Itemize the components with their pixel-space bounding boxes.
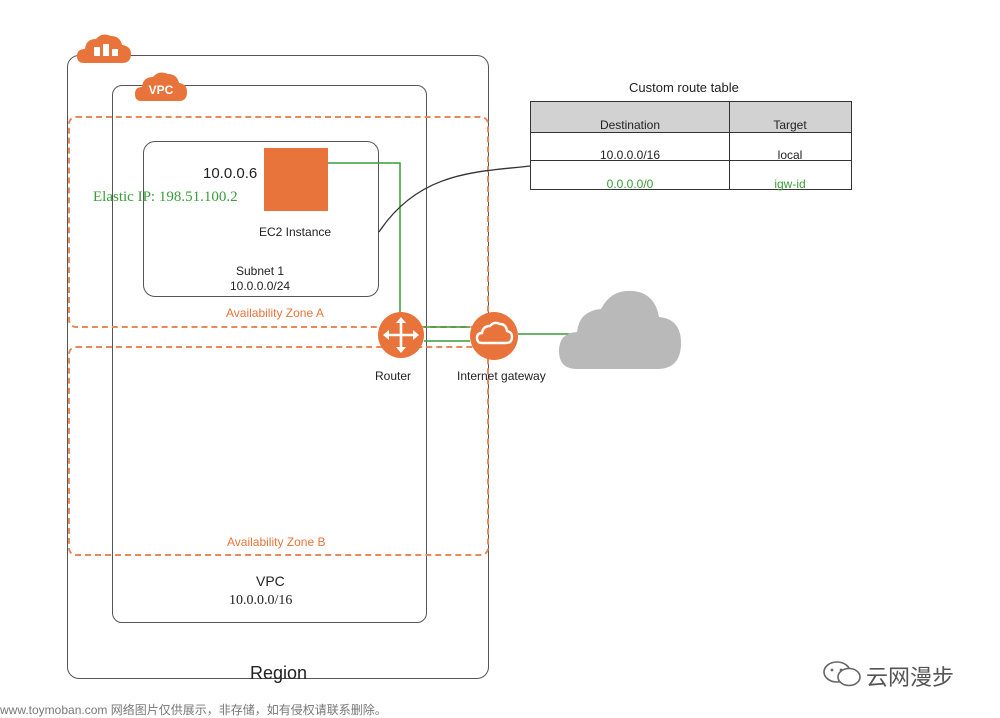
instance-private-ip: 10.0.0.6 xyxy=(203,165,258,182)
internet-gateway-label: Internet gateway xyxy=(457,369,546,383)
route-table-row2-target: igw-id xyxy=(774,177,806,191)
vpc-name: VPC xyxy=(256,573,285,589)
instance-to-router-line xyxy=(328,162,401,318)
route-table-row2-destination: 0.0.0.0/0 xyxy=(606,177,654,191)
route-table-column-divider xyxy=(729,102,730,189)
internet-gateway-icon xyxy=(469,311,519,366)
router-icon xyxy=(377,311,425,364)
route-table-row1-destination: 10.0.0.0/16 xyxy=(599,148,661,162)
watermark-brand: 云网漫步 xyxy=(866,665,955,690)
route-table-row1-target: local xyxy=(777,148,803,162)
route-table-title: Custom route table xyxy=(629,80,739,95)
router-label: Router xyxy=(375,369,412,383)
route-table-row-divider xyxy=(531,160,851,161)
watermark-footer: www.toymoban.com 网络图片仅供展示，非存储，如有侵权请联系删除。 xyxy=(0,703,387,717)
elastic-ip-label: Elastic IP: 198.51.100.2 xyxy=(93,189,238,205)
ec2-instance-icon xyxy=(264,148,328,211)
region-label: Region xyxy=(250,663,308,683)
availability-zone-a-box xyxy=(68,116,489,328)
route-table-header-target: Target xyxy=(773,118,807,132)
internet-cloud-icon xyxy=(557,287,683,376)
route-table-header-destination: Destination xyxy=(599,118,661,132)
ec2-instance-label: EC2 Instance xyxy=(259,225,332,239)
subnet-name: Subnet 1 xyxy=(236,264,285,278)
vpc-cidr: 10.0.0.0/16 xyxy=(229,593,293,608)
subnet-cidr: 10.0.0.0/24 xyxy=(230,279,291,293)
vpc-container xyxy=(112,85,427,623)
wechat-icon xyxy=(822,660,862,693)
vpc-badge-label: VPC xyxy=(148,83,174,97)
availability-zone-b-label: Availability Zone B xyxy=(227,535,326,549)
route-table-association-line xyxy=(378,165,531,233)
route-table: Destination Target 10.0.0.0/16 local 0.0… xyxy=(530,101,852,191)
aws-region-cloud-icon xyxy=(76,30,132,71)
vpc-cloud-icon: VPC xyxy=(134,69,188,103)
availability-zone-b-box xyxy=(68,346,489,556)
route-table-header xyxy=(531,102,851,133)
availability-zone-a-label: Availability Zone A xyxy=(226,306,324,320)
subnet-container xyxy=(143,141,379,297)
